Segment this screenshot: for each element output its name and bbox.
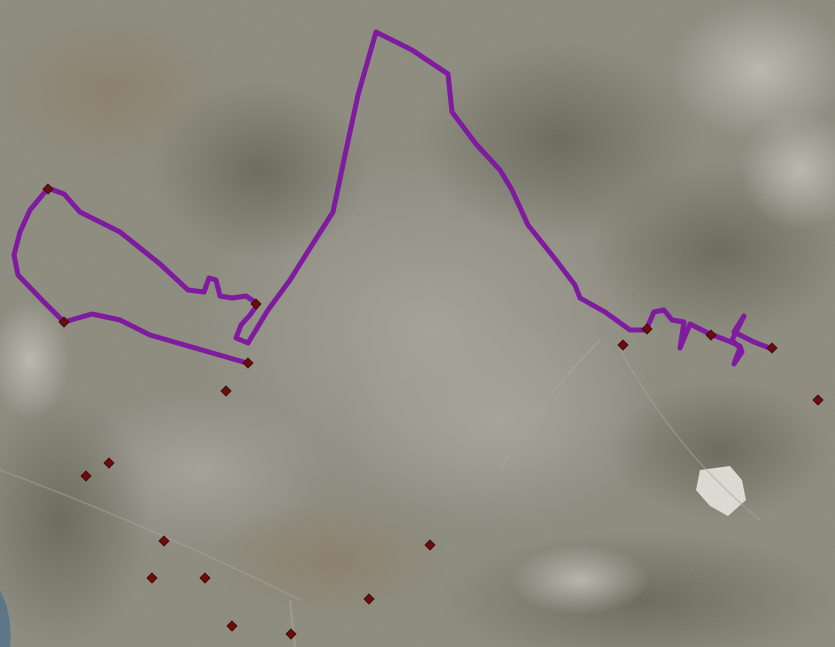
waypoint-marker[interactable] <box>812 394 824 406</box>
waypoint-marker[interactable] <box>766 342 778 354</box>
waypoint-marker[interactable] <box>58 316 70 328</box>
waypoint-marker[interactable] <box>146 572 158 584</box>
waypoint-marker[interactable] <box>242 357 254 369</box>
waypoint-marker[interactable] <box>103 457 115 469</box>
waypoint-marker[interactable] <box>424 539 436 551</box>
waypoint-marker[interactable] <box>220 385 232 397</box>
waypoint-marker[interactable] <box>617 339 629 351</box>
waypoint-marker[interactable] <box>42 183 54 195</box>
waypoint-marker[interactable] <box>641 323 653 335</box>
waypoint-marker[interactable] <box>199 572 211 584</box>
waypoint-marker[interactable] <box>705 329 717 341</box>
waypoint-marker[interactable] <box>285 628 297 640</box>
waypoint-markers <box>42 183 824 640</box>
waypoint-marker[interactable] <box>250 298 262 310</box>
waypoint-marker[interactable] <box>363 593 375 605</box>
waypoint-marker[interactable] <box>80 470 92 482</box>
waypoint-marker[interactable] <box>158 535 170 547</box>
waypoint-marker[interactable] <box>226 620 238 632</box>
